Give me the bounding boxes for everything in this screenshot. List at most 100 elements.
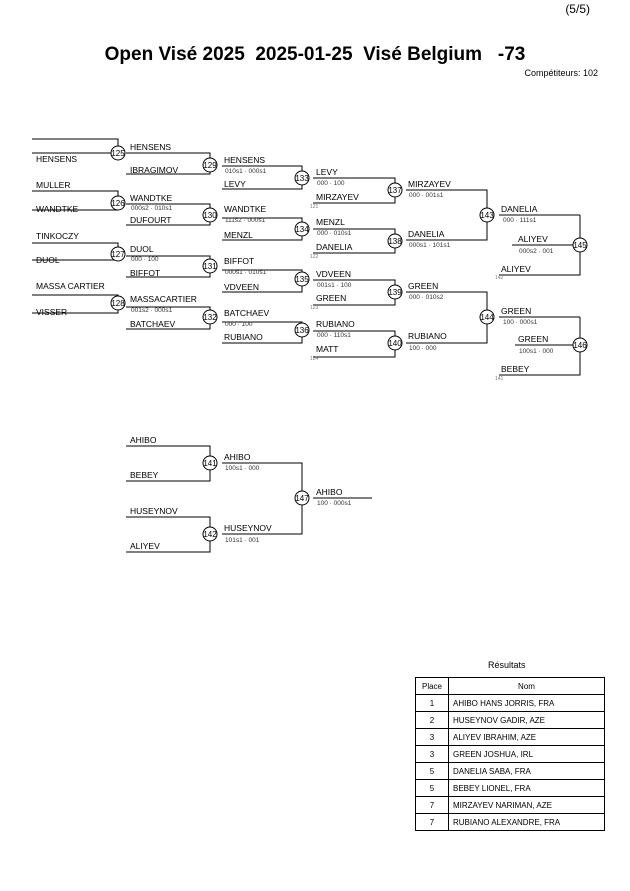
match-score: 000 · 111s1: [503, 217, 537, 224]
match-number: 130: [203, 211, 217, 220]
winner-name: AHIBO: [224, 452, 251, 462]
competitor-name: BEBEY: [130, 470, 159, 480]
competitor-name: MASSA CARTIER: [36, 281, 105, 291]
match-number: 137: [388, 186, 402, 195]
match-number: 127: [111, 250, 125, 259]
competitor-name: IBRAGIMOV: [130, 165, 179, 175]
results-title: Résultats: [488, 660, 526, 670]
match-score: 010s1 · 000s1: [225, 168, 267, 175]
winner-name: WANDTKE: [130, 193, 173, 203]
match-score: 000s1 · 101s1: [409, 242, 451, 249]
page-number: (5/5): [565, 2, 590, 16]
competitor-name: AHIBO: [130, 435, 157, 445]
winner-name: HENSENS: [224, 155, 265, 165]
place-cell: 5: [415, 779, 449, 797]
winner-name: RUBIANO: [316, 319, 355, 329]
winner-name: WANDTKE: [224, 204, 267, 214]
competitor-name: LEVY: [224, 179, 246, 189]
match-number: 129: [203, 161, 217, 170]
winner-name: DANELIA: [408, 229, 445, 239]
place-cell: 7: [415, 796, 449, 814]
match-number: 142: [203, 530, 217, 539]
competitor-name: MENZL: [224, 230, 253, 240]
competitor-name: WANDTKE: [36, 204, 79, 214]
competitor-name: HUSEYNOV: [130, 506, 178, 516]
source-match-ref: 124: [310, 356, 319, 362]
competitor-name: TINKOCZY: [36, 231, 79, 241]
name-header: Nom: [448, 677, 605, 695]
match-score: 000 · 010s2: [409, 294, 444, 301]
name-cell: GREEN JOSHUA, IRL: [448, 745, 605, 763]
name-cell: MIRZAYEV NARIMAN, AZE: [448, 796, 605, 814]
winner-name: VDVEEN: [316, 269, 351, 279]
competitor-name: RUBIANO: [224, 332, 263, 342]
source-match-ref: 141: [495, 376, 504, 382]
source-match-ref: 121: [310, 204, 319, 210]
winner-name: BIFFOT: [224, 256, 254, 266]
competitor-name: BEBEY: [501, 364, 530, 374]
place-cell: 3: [415, 728, 449, 746]
match-score: 000 · 100: [225, 321, 253, 328]
match-score: 000 · 001s1: [409, 192, 444, 199]
competitor-name: ALIYEV: [501, 264, 531, 274]
tournament-bracket: HENSENS MULLER WANDTKE TINKOCZY DUOL MAS…: [32, 138, 588, 553]
match-score: 111s2 · 000s1: [225, 217, 266, 224]
match-number: 144: [480, 313, 494, 322]
competitor-count: Compétiteurs: 102: [524, 68, 598, 78]
competitor-name: VDVEEN: [224, 282, 259, 292]
name-cell: DANELIA SABA, FRA: [448, 762, 605, 780]
match-score: 001s1 · 100: [317, 282, 352, 289]
match-score: 000 · 100: [317, 180, 345, 187]
name-cell: BEBEY LIONEL, FRA: [448, 779, 605, 797]
name-cell: AHIBO HANS JORRIS, FRA: [448, 694, 605, 712]
competitor-name: DANELIA: [316, 242, 353, 252]
match-score: 000 · 010s1: [317, 230, 352, 237]
match-score: 000s2 · 001: [519, 248, 554, 255]
competitor-name: VISSER: [36, 307, 67, 317]
match-score: 000 · 110s1: [317, 332, 351, 339]
winner-name: GREEN: [518, 334, 548, 344]
competitor-name: BATCHAEV: [130, 319, 176, 329]
match-score: 100 · 000: [409, 345, 437, 352]
winner-name: AHIBO: [316, 487, 343, 497]
match-number: 138: [388, 237, 402, 246]
winner-name: ALIYEV: [518, 234, 548, 244]
competitor-name: MIRZAYEV: [316, 192, 359, 202]
winner-name: MENZL: [316, 217, 345, 227]
competitor-name: DUFOURT: [130, 215, 171, 225]
winner-name: DANELIA: [501, 204, 538, 214]
place-cell: 3: [415, 745, 449, 763]
match-score: 100 · 000s1: [317, 500, 352, 507]
name-cell: ALIYEV IBRAHIM, AZE: [448, 728, 605, 746]
source-match-ref: 123: [310, 305, 319, 311]
place-cell: 7: [415, 813, 449, 831]
name-cell: RUBIANO ALEXANDRE, FRA: [448, 813, 605, 831]
winner-name: HENSENS: [130, 142, 171, 152]
winner-name: GREEN: [408, 281, 438, 291]
match-score: 001s2 · 000s1: [131, 307, 173, 314]
match-score: 000s1 · 010s1: [225, 269, 267, 276]
match-number: 147: [295, 494, 309, 503]
match-number: 141: [203, 459, 217, 468]
winner-name: LEVY: [316, 167, 338, 177]
place-header: Place: [415, 677, 449, 695]
match-number: 134: [295, 225, 309, 234]
source-match-ref: 122: [310, 254, 319, 260]
competitor-name: MATT: [316, 344, 339, 354]
match-score: 100s1 · 000: [225, 465, 260, 472]
place-cell: 1: [415, 694, 449, 712]
match-number: 139: [388, 288, 402, 297]
competitor-name: MULLER: [36, 180, 70, 190]
match-number: 133: [295, 174, 309, 183]
match-score: 101s1 · 001: [225, 537, 260, 544]
match-number: 131: [203, 262, 217, 271]
match-number: 135: [295, 275, 309, 284]
